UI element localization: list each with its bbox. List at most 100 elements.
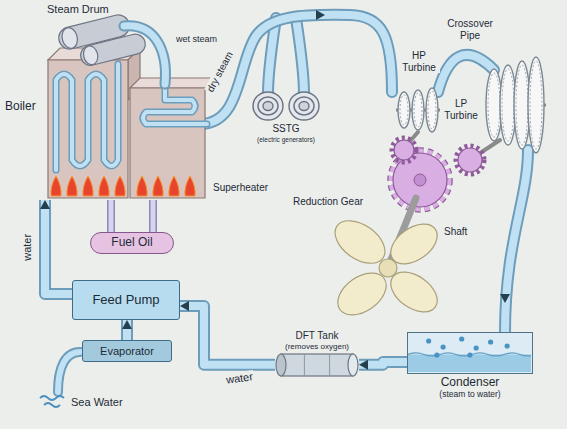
- pipe-outline: [107, 200, 115, 232]
- hp-turbine: [412, 90, 424, 130]
- hp-turbine: [398, 92, 410, 128]
- sstg-branch-pipe: [296, 18, 304, 94]
- part-label: Reduction Gear: [292, 196, 364, 208]
- part-label: HP Turbine: [398, 50, 440, 73]
- sstg-generator: [294, 97, 314, 115]
- tank-end: [348, 354, 358, 376]
- evaporator-box: Evaporator: [82, 340, 172, 362]
- condensate-drop: [434, 352, 439, 357]
- boiler-flame: [99, 176, 109, 196]
- condenser: Condenser(steam to water): [407, 332, 533, 400]
- crossover-pipe: [438, 55, 494, 92]
- condenser-drawing: [408, 333, 531, 372]
- flow-arrow: [500, 294, 510, 303]
- sea-water-waves: [40, 396, 64, 400]
- boiler-flame: [51, 176, 195, 196]
- boiler-tubes: [56, 64, 118, 170]
- part-label: SSTG: [271, 123, 300, 135]
- boiler-tubes: [56, 64, 118, 170]
- pipe-connector: [122, 320, 132, 340]
- pipe-outline: [149, 200, 157, 232]
- sstg-generator: [263, 102, 273, 111]
- node-label: Condenser: [407, 376, 533, 390]
- pipe-outline: [121, 320, 133, 340]
- pipe-fill: [180, 306, 275, 365]
- node-label: Boiler: [5, 100, 36, 114]
- condensate-drop: [474, 345, 479, 350]
- sstg-branch-pipe: [296, 18, 304, 94]
- reduction-gear: [458, 148, 482, 172]
- pipe-label: water: [21, 233, 34, 262]
- part-label: Shaft: [443, 226, 468, 238]
- condensate-drop: [488, 339, 493, 344]
- reduction-gear: [414, 174, 426, 186]
- pipe-label: water: [224, 370, 254, 387]
- sstg-generator: [253, 92, 319, 120]
- boiler-casing: [130, 78, 215, 88]
- lp-turbine: [516, 65, 528, 145]
- reduction-gear: [394, 140, 414, 160]
- sstg-generator: [253, 92, 283, 120]
- boiler-tubes: [56, 64, 207, 170]
- sstg-branch-pipe: [268, 18, 304, 94]
- propeller: [327, 212, 444, 323]
- boiler-flame: [185, 176, 195, 196]
- pipe-connector: [153, 200, 154, 232]
- pipe-connector: [40, 200, 72, 294]
- hp-turbine: [400, 95, 408, 125]
- node-label: Feed Pump: [92, 293, 159, 308]
- sea-water-pipe: [58, 352, 80, 392]
- part-label: wet steam: [175, 34, 218, 44]
- tank-band: [304, 354, 305, 376]
- pipe-connector: [111, 200, 112, 232]
- part-label: LP Turbine: [440, 98, 482, 121]
- arrow-head: [122, 320, 132, 329]
- lp-turbine: [530, 61, 542, 149]
- steam-drum: [60, 26, 80, 50]
- tank-cylinder-drawing: [275, 353, 359, 377]
- boiler-flame: [115, 176, 125, 196]
- lp-turbine: [488, 73, 500, 137]
- hp-turbine: [414, 93, 422, 127]
- wet-steam-pipe: [124, 26, 165, 84]
- pipe-connector: [359, 360, 407, 370]
- part-label: Superheater: [212, 182, 269, 194]
- boiler-casing: [48, 48, 215, 198]
- sea-water-pipe: [58, 352, 80, 392]
- reduction-gear: [391, 151, 449, 209]
- arrow-head: [180, 301, 189, 311]
- pipe-fill: [123, 320, 131, 340]
- boiler-flame: [51, 176, 61, 196]
- arrow-head: [40, 200, 50, 209]
- pipe-fill: [109, 200, 114, 232]
- hp-turbine: [426, 88, 438, 132]
- wet-steam-pipe: [124, 26, 165, 84]
- condensate-drop: [467, 352, 472, 357]
- reduction-gear: [391, 138, 484, 209]
- tank-end: [276, 354, 286, 376]
- pipe-connector: [180, 301, 275, 365]
- condenser-pipe: [505, 150, 528, 333]
- reduction-gear: [392, 138, 416, 162]
- tank-body: [281, 354, 353, 376]
- part-label: Sea Water: [70, 396, 124, 409]
- condenser-box: [407, 332, 533, 374]
- pipe-fill: [45, 200, 72, 294]
- lp-turbine: [502, 69, 514, 141]
- crossover-pipe: [438, 55, 494, 92]
- sstg-generator: [258, 97, 278, 115]
- hp-turbine: [428, 91, 436, 129]
- reduction-gear: [456, 146, 484, 174]
- arrow-head: [359, 360, 368, 370]
- flow-arrow: [316, 10, 325, 20]
- crossover-pipe: [438, 55, 494, 92]
- propeller: [379, 259, 397, 277]
- sstg-generator: [299, 102, 309, 111]
- dry-steam-pipe: [200, 15, 392, 124]
- condensate-drop: [441, 344, 446, 349]
- steam-drum: [56, 13, 131, 52]
- steam-drum: [82, 44, 100, 66]
- lp-turbine: [528, 57, 544, 153]
- boiler-tubes: [143, 84, 207, 124]
- pipe-outline: [45, 200, 72, 294]
